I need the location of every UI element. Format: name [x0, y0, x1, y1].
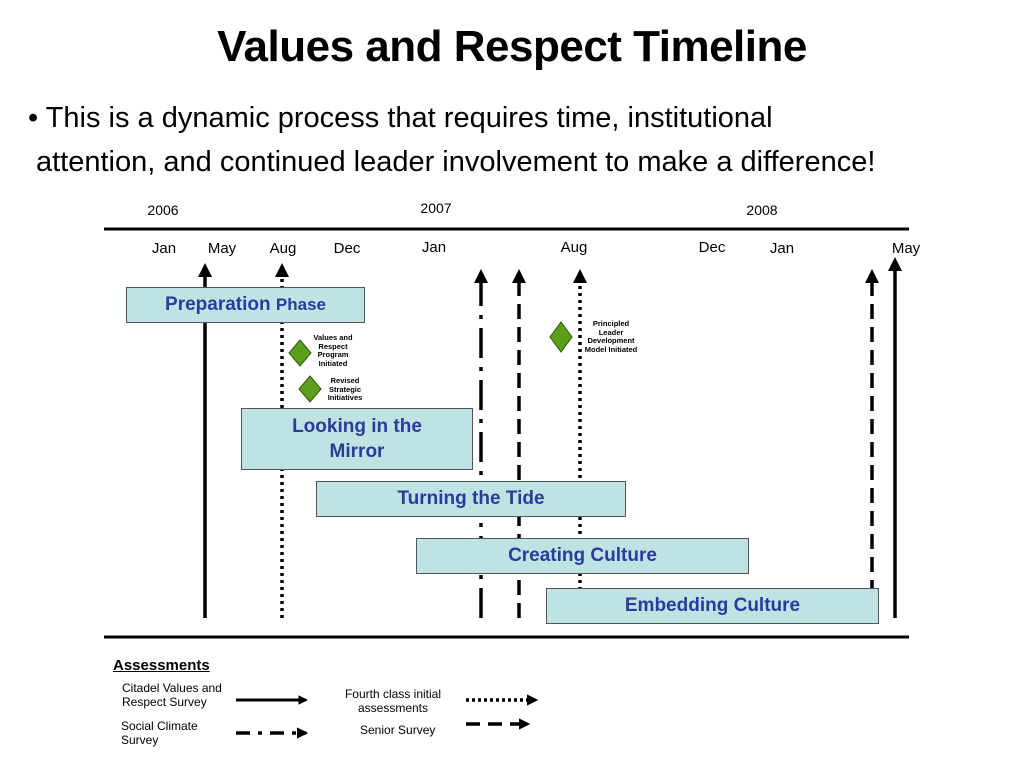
milestone-note-rsi: Revised Strategic Initiatives	[327, 376, 363, 402]
phase-mirror-line-2: Mirror	[329, 441, 385, 462]
bullet-text: • This is a dynamic process that require…	[28, 96, 875, 184]
legend-senior-label: Senior Survey	[360, 723, 436, 737]
month-label: May	[892, 240, 921, 257]
legend-title: Assessments	[113, 657, 210, 674]
month-label: May	[208, 240, 237, 257]
phase-embedding-culture: Embedding Culture	[546, 588, 879, 624]
month-label: Dec	[334, 240, 361, 257]
phase-preparation-sublabel: Phase	[275, 295, 326, 314]
bullet-line-1: • This is a dynamic process that require…	[28, 102, 773, 134]
legend-fourth-class-label: Fourth class initial assessments	[344, 687, 442, 715]
milestone-diamond-icon	[288, 339, 312, 367]
milestone-diamond-icon	[549, 321, 573, 353]
year-label: 2007	[420, 200, 451, 216]
phase-preparation-label: Preparation	[165, 294, 271, 315]
milestone-note-pldm: Principled Leader Development Model Init…	[584, 319, 638, 354]
legend-citadel-label: Citadel Values and Respect Survey	[122, 681, 222, 709]
month-label: Aug	[561, 239, 588, 256]
legend-social-label: Social Climate Survey	[121, 719, 198, 747]
phase-preparation: Preparation Phase	[126, 287, 365, 323]
month-label: Jan	[770, 240, 794, 257]
month-label: Dec	[699, 239, 726, 256]
milestone-note-vrp: Values and Respect Program Initiated	[313, 333, 353, 368]
phase-creating-culture: Creating Culture	[416, 538, 749, 574]
phase-looking-in-the-mirror: Looking in the Mirror	[241, 408, 473, 470]
month-label: Jan	[152, 240, 176, 257]
month-label: Aug	[270, 240, 297, 257]
milestone-diamond-icon	[298, 375, 322, 403]
page-title: Values and Respect Timeline	[217, 22, 807, 71]
year-label: 2006	[147, 202, 178, 218]
year-label: 2008	[746, 202, 777, 218]
phase-mirror-line-1: Looking in the	[292, 416, 422, 437]
month-label: Jan	[422, 239, 446, 256]
bullet-line-2: attention, and continued leader involvem…	[36, 146, 876, 178]
phase-turning-the-tide: Turning the Tide	[316, 481, 626, 517]
